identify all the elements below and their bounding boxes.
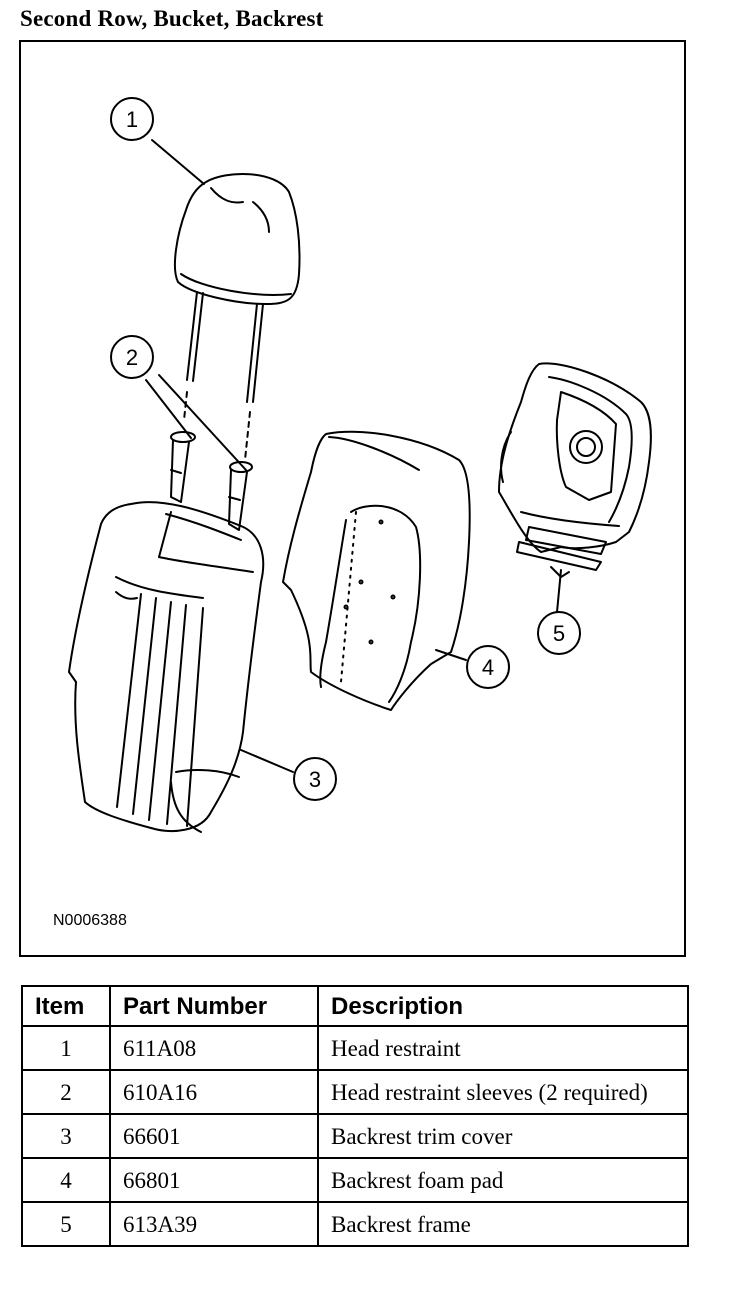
column-header-description: Description [317,985,689,1027]
item-cell: 5 [21,1201,111,1247]
part-number-cell: 613A39 [109,1201,319,1247]
callout-5-label: 5 [553,621,565,646]
table-row: 5 613A39 Backrest frame [21,1201,689,1247]
callout-3-label: 3 [309,767,321,792]
table-row: 2 610A16 Head restraint sleeves (2 requi… [21,1069,689,1115]
callout-4-label: 4 [482,655,494,680]
backrest-foam-pad-drawing [282,430,471,711]
item-cell: 3 [21,1113,111,1159]
callout-1-label: 1 [126,107,138,132]
part-number-cell: 610A16 [109,1069,319,1115]
description-cell: Head restraint [317,1025,689,1071]
head-restraint-drawing [173,173,301,461]
table-row: 4 66801 Backrest foam pad [21,1157,689,1203]
table-header-row: Item Part Number Description [21,985,689,1027]
callout-2-label: 2 [126,345,138,370]
description-cell: Head restraint sleeves (2 required) [317,1069,689,1115]
description-cell: Backrest trim cover [317,1113,689,1159]
description-cell: Backrest frame [317,1201,689,1247]
part-number-cell: 66601 [109,1113,319,1159]
callout-3-circle [293,757,337,801]
exploded-diagram: 1 2 3 4 5 N0006388 [19,40,686,957]
part-number-cell: 611A08 [109,1025,319,1071]
backrest-frame-drawing [498,362,652,578]
callout-2-circle [110,335,154,379]
figure-id-label: N0006388 [53,912,127,929]
table-row: 1 611A08 Head restraint [21,1025,689,1071]
callout-5-circle [537,611,581,655]
callout-4-leader [435,649,467,661]
callout-2-leader-a [145,379,192,439]
callout-3-leader [240,749,294,773]
callout-4-circle [466,645,510,689]
diagram-canvas: 1 2 3 4 5 N0006388 [53,97,652,929]
part-number-cell: 66801 [109,1157,319,1203]
column-header-item: Item [21,985,111,1027]
description-cell: Backrest foam pad [317,1157,689,1203]
callout-1-leader [151,139,205,185]
parts-table: Item Part Number Description 1 611A08 He… [21,985,689,1247]
callout-1-circle [110,97,154,141]
backrest-trim-cover-drawing [68,501,265,833]
item-cell: 2 [21,1069,111,1115]
item-cell: 1 [21,1025,111,1071]
page-title: Second Row, Bucket, Backrest [20,6,324,31]
callout-2-leader-b [158,374,247,471]
head-restraint-sleeves-drawing [170,431,253,531]
item-cell: 4 [21,1157,111,1203]
column-header-part-number: Part Number [109,985,319,1027]
callout-5-leader [556,569,562,613]
table-row: 3 66601 Backrest trim cover [21,1113,689,1159]
